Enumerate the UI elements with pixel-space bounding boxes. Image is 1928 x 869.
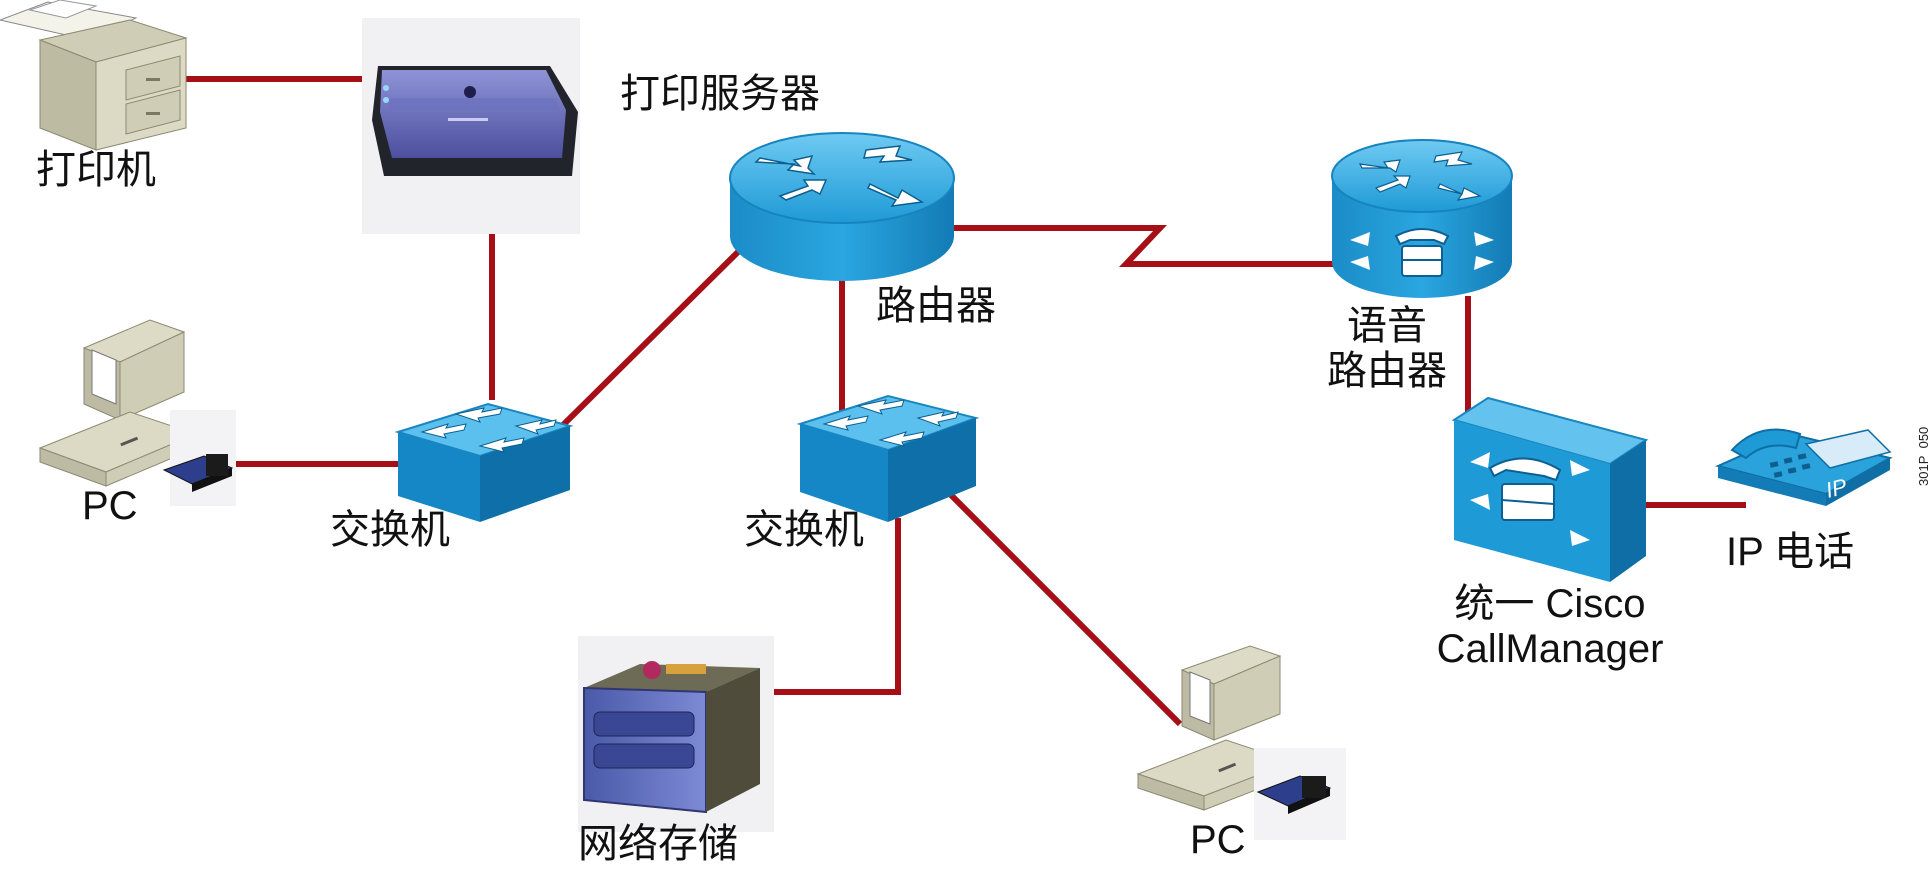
- label-voice-router: 语音 路由器: [1318, 304, 1456, 394]
- switch-center-icon: [796, 394, 980, 522]
- label-switch-center: 交换机: [744, 507, 864, 553]
- label-network-storage: 网络存储: [578, 821, 738, 867]
- link-switch-center-storage: [758, 518, 901, 695]
- link-switch-left-router: [557, 245, 745, 431]
- ip-phone-icon: IP: [1714, 428, 1893, 506]
- pc-left-icon: [38, 319, 236, 506]
- label-router: 路由器: [876, 283, 996, 329]
- call-manager-icon: [1451, 396, 1649, 582]
- label-voice-router-line1: 语音: [1347, 303, 1427, 349]
- label-print-server: 打印服务器: [620, 71, 820, 117]
- label-call-manager: 统一 Cisco CallManager: [1420, 582, 1680, 672]
- pc-bottom-icon: [1136, 645, 1346, 840]
- switch-left-icon: [394, 402, 574, 522]
- label-printer: 打印机: [36, 147, 156, 193]
- figure-id: 301P_050: [1916, 426, 1928, 486]
- printer-icon: [0, 0, 188, 151]
- label-voice-router-line2: 路由器: [1327, 347, 1447, 394]
- label-pc-left: PC: [82, 484, 138, 528]
- label-call-manager-line2: CallManager: [1436, 626, 1664, 671]
- link-switch-center-pc: [943, 487, 1183, 727]
- label-ip-phone: IP 电话: [1726, 530, 1855, 574]
- label-switch-left: 交换机: [330, 507, 450, 553]
- print-server-icon: [362, 18, 580, 234]
- router-icon: [729, 132, 955, 281]
- label-call-manager-line1: 统一 Cisco: [1454, 582, 1646, 626]
- network-storage-icon: [578, 636, 774, 832]
- link-router-voice-router-wan: [936, 225, 1340, 267]
- label-pc-bottom: PC: [1190, 818, 1246, 862]
- voice-router-icon: [1331, 139, 1513, 298]
- voice-phone-glyph: [1394, 228, 1450, 277]
